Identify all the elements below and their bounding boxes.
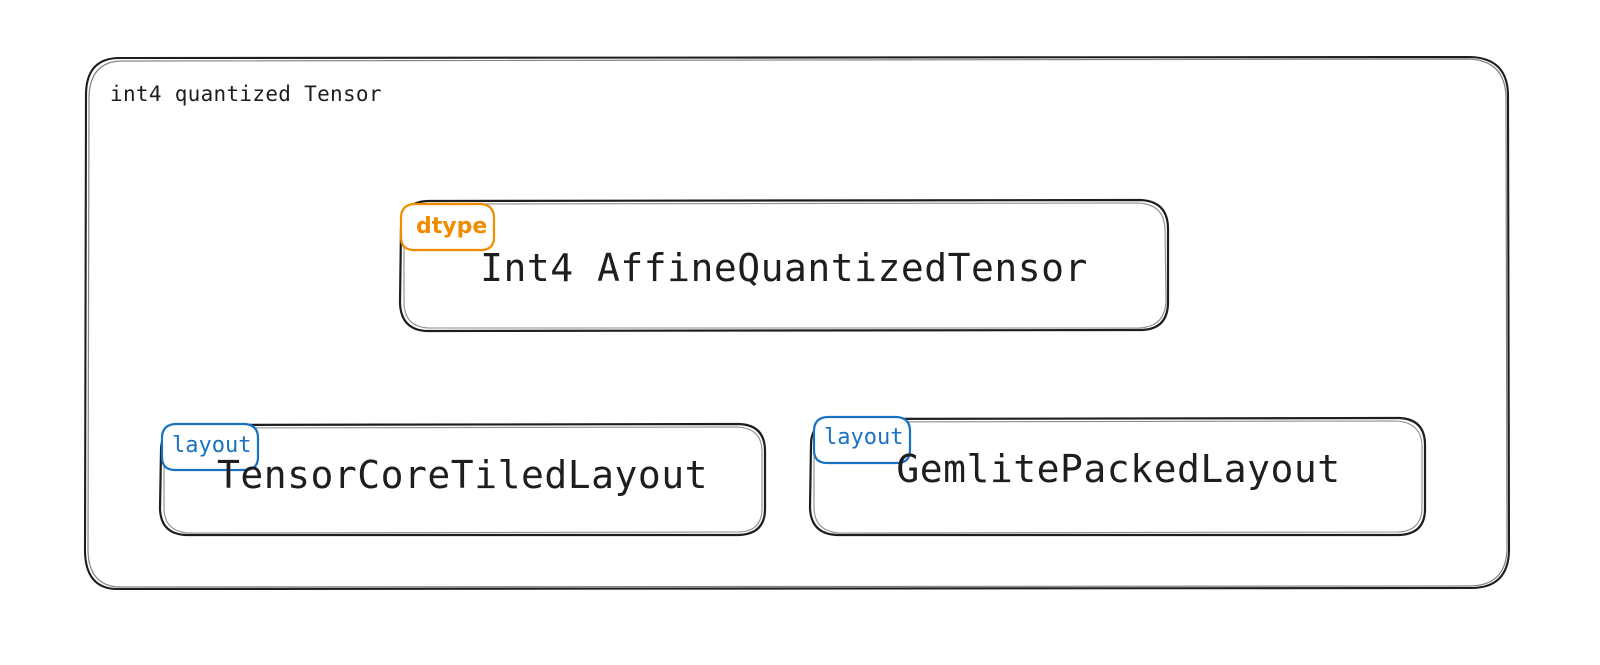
tensor-core-tiled-layout-label: TensorCoreTiledLayout [217, 453, 708, 497]
gemlite-packed-layout-label: GemlitePackedLayout [896, 447, 1341, 491]
layout-badge-1-label: layout [172, 433, 252, 458]
dtype-badge-label: dtype [416, 214, 488, 239]
outer-container-label: int4 quantized Tensor [110, 82, 382, 106]
outer-container-border [83, 55, 1511, 591]
layout-badge-2-label: layout [824, 425, 904, 450]
affine-quantized-tensor-label: Int4 AffineQuantizedTensor [480, 246, 1088, 290]
